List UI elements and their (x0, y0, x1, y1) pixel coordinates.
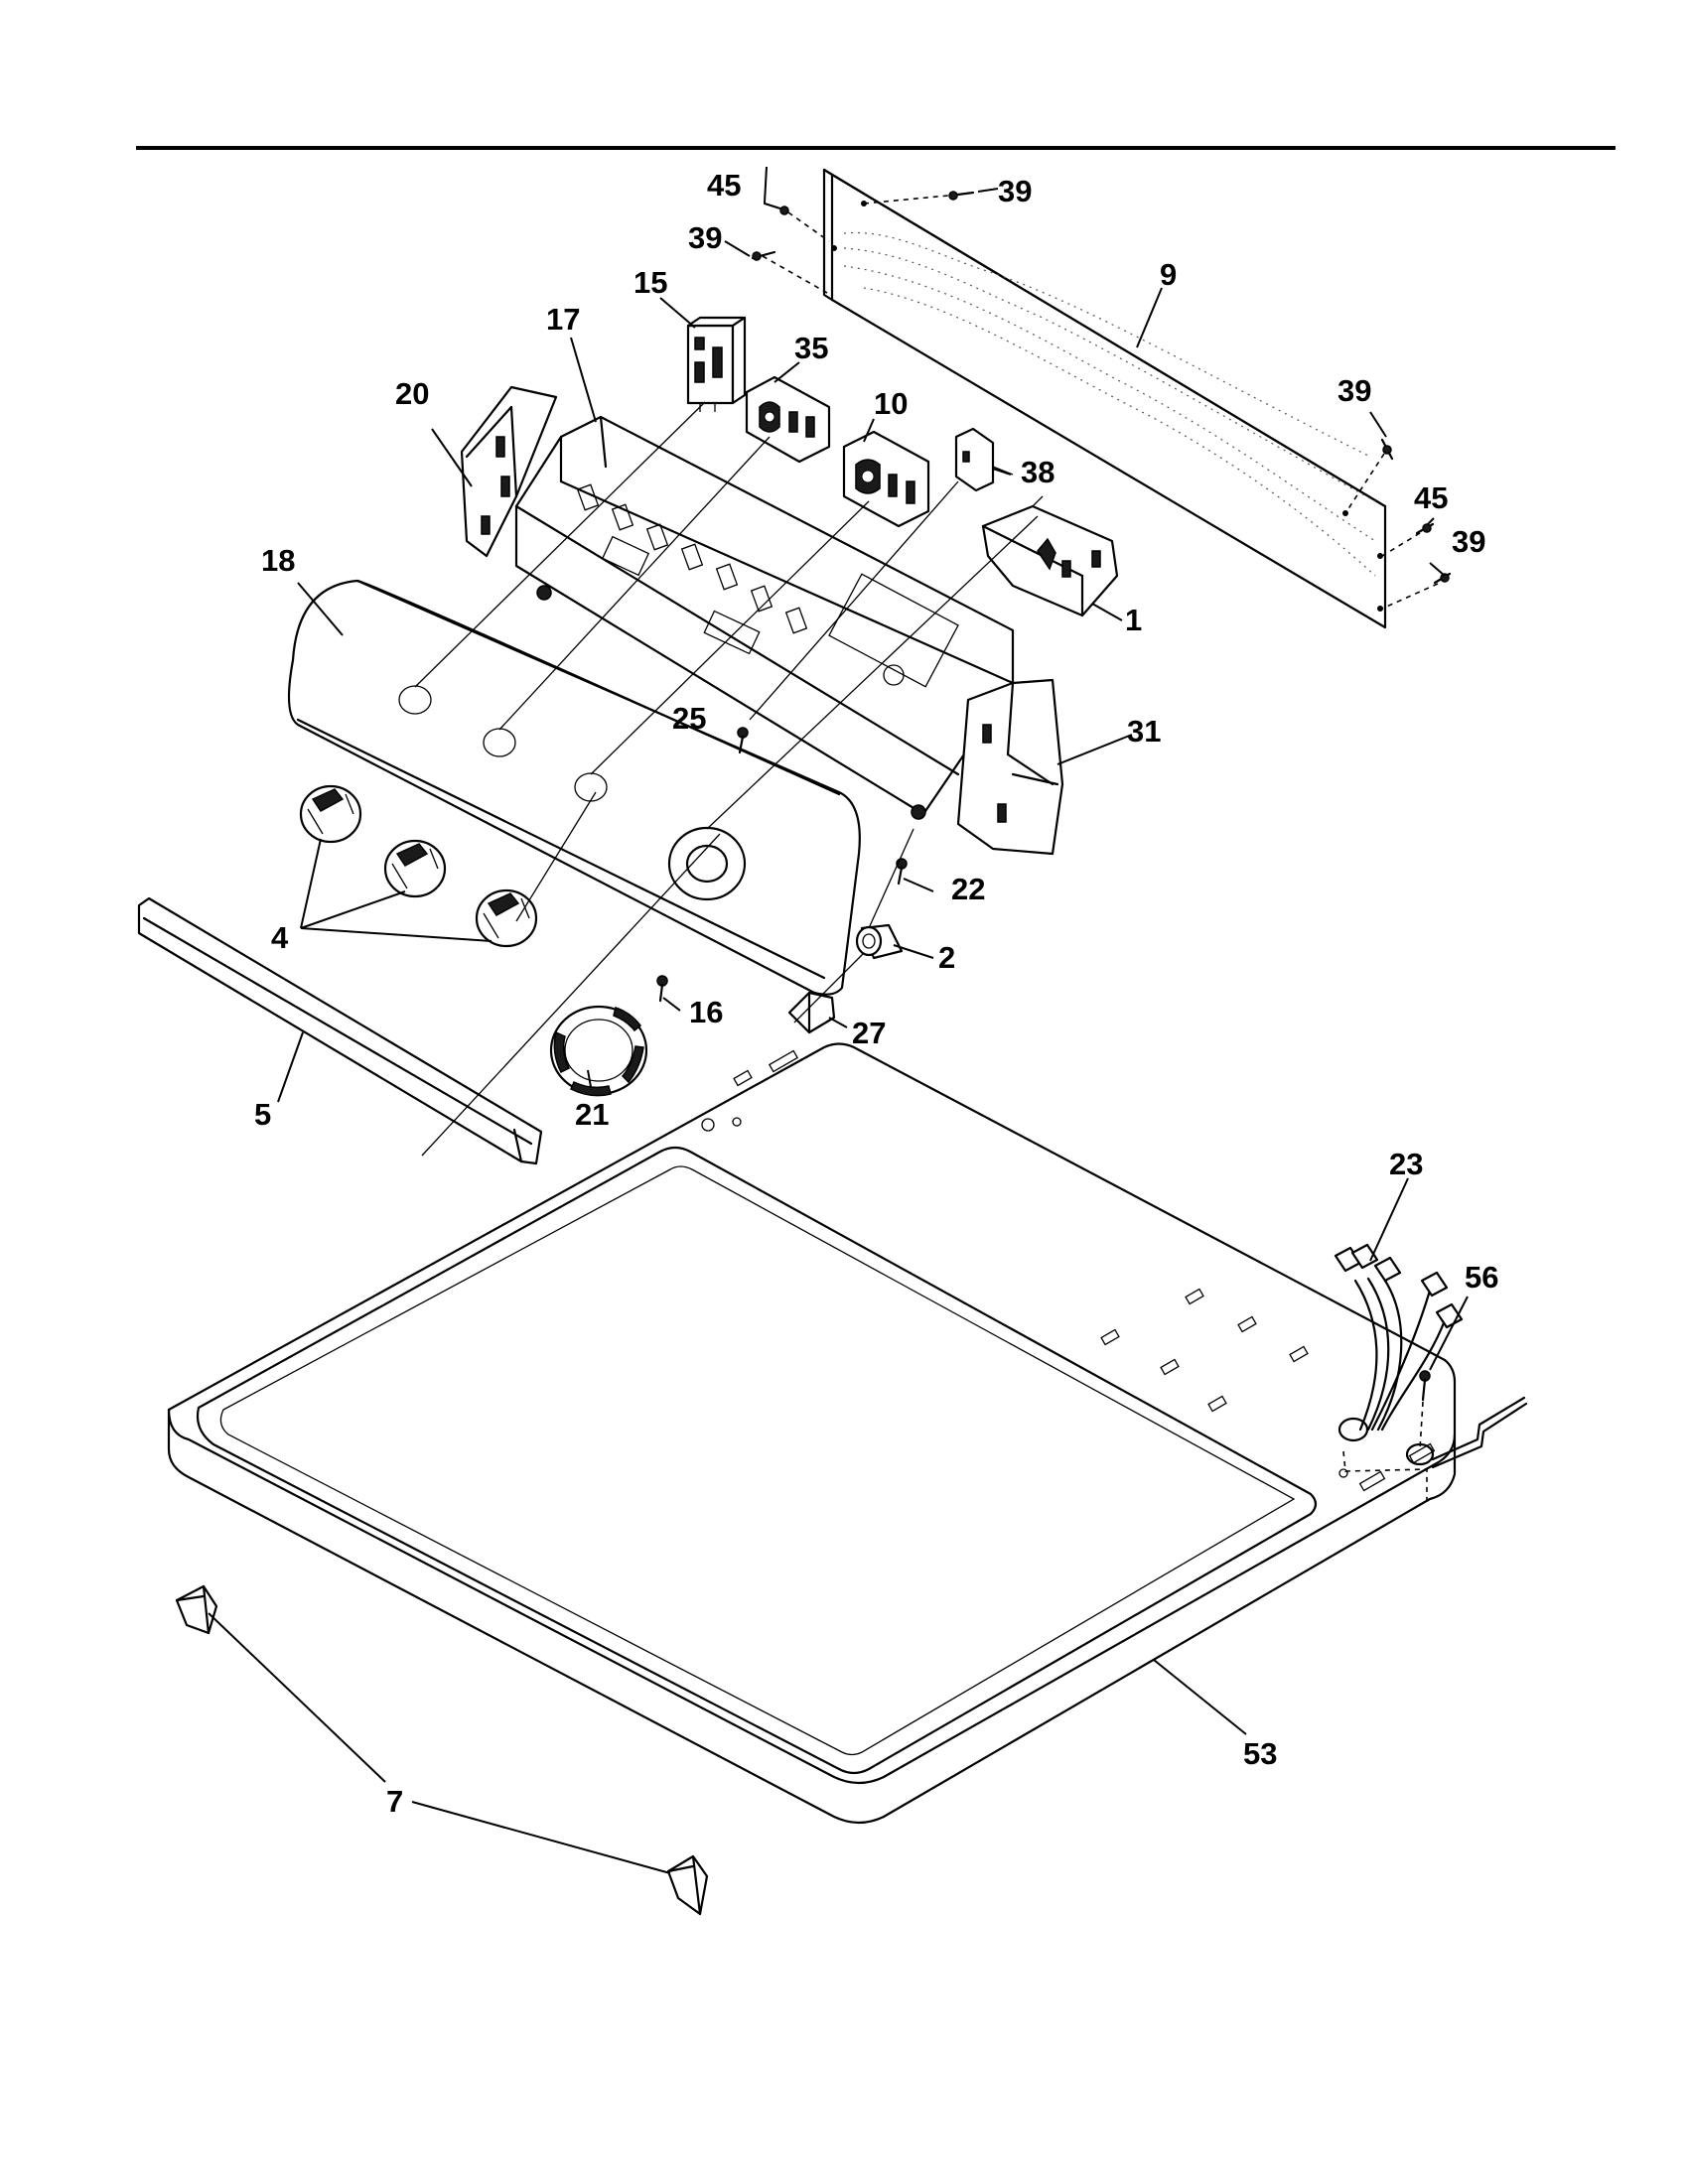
switch-part-35 (745, 375, 831, 464)
screw-part-16 (656, 975, 668, 1003)
screw-part-25 (737, 727, 749, 754)
callout-17: 17 (546, 302, 580, 337)
screw-39-top-right (863, 191, 975, 205)
knob-part-4-a (299, 784, 362, 844)
knob-part-4-b (383, 839, 447, 898)
switch-part-38 (954, 427, 1014, 492)
left-end-cap-part-20 (460, 385, 558, 558)
callout-45-right: 45 (1414, 480, 1448, 515)
ground-screw-part-56 (1419, 1370, 1528, 1469)
clip-part-7-lower (666, 1854, 709, 1916)
top-cover-part-53 (167, 1042, 1457, 1825)
screw-45-right (1381, 522, 1435, 557)
screw-39-top-left (751, 250, 828, 294)
callout-23: 23 (1389, 1147, 1423, 1181)
callout-1: 1 (1125, 603, 1142, 637)
selector-knob-part-21 (549, 1005, 648, 1097)
callout-39-top-left: 39 (688, 220, 722, 255)
timer-module-part-1 (981, 495, 1119, 617)
callout-9: 9 (1160, 257, 1177, 292)
callout-21: 21 (575, 1097, 609, 1132)
switch-part-15 (686, 316, 747, 412)
callout-53: 53 (1243, 1736, 1277, 1771)
trim-strip-part-5 (137, 896, 543, 1165)
bushing-part-2 (855, 923, 904, 960)
callout-27: 27 (852, 1016, 886, 1050)
callout-39-right-upper: 39 (1337, 373, 1371, 408)
callout-15: 15 (633, 265, 667, 300)
callout-38: 38 (1021, 455, 1055, 489)
callout-18: 18 (261, 543, 295, 578)
callout-25: 25 (672, 701, 706, 736)
callout-2: 2 (938, 940, 955, 975)
screw-39-right-upper (1346, 438, 1394, 511)
callout-56: 56 (1465, 1260, 1498, 1295)
callout-10: 10 (874, 386, 908, 421)
callout-16: 16 (689, 995, 723, 1029)
callout-labels: 45 39 39 9 15 17 35 10 20 39 38 45 39 18… (254, 168, 1498, 1819)
assembly-alignment-lines (414, 401, 1039, 1157)
knob-part-4-c (475, 888, 538, 948)
clip-part-7-upper (175, 1584, 218, 1635)
callout-31: 31 (1127, 714, 1161, 749)
callout-4: 4 (271, 920, 289, 955)
screw-39-right-lower (1381, 572, 1452, 610)
callout-7: 7 (386, 1784, 403, 1819)
callout-45-top: 45 (707, 168, 741, 203)
right-end-cap-part-31 (956, 678, 1064, 856)
switch-part-10 (842, 430, 930, 528)
callout-5: 5 (254, 1097, 271, 1132)
screw-45-top (763, 202, 830, 242)
callout-20: 20 (395, 376, 429, 411)
callout-22: 22 (951, 872, 985, 906)
bracket-part-27 (787, 991, 836, 1034)
callout-39-right-lower: 39 (1452, 524, 1485, 559)
leader-lines (208, 166, 1469, 1874)
back-panel-part-9 (822, 168, 1387, 629)
callout-35: 35 (794, 331, 828, 365)
callout-39-top-right: 39 (998, 174, 1032, 208)
